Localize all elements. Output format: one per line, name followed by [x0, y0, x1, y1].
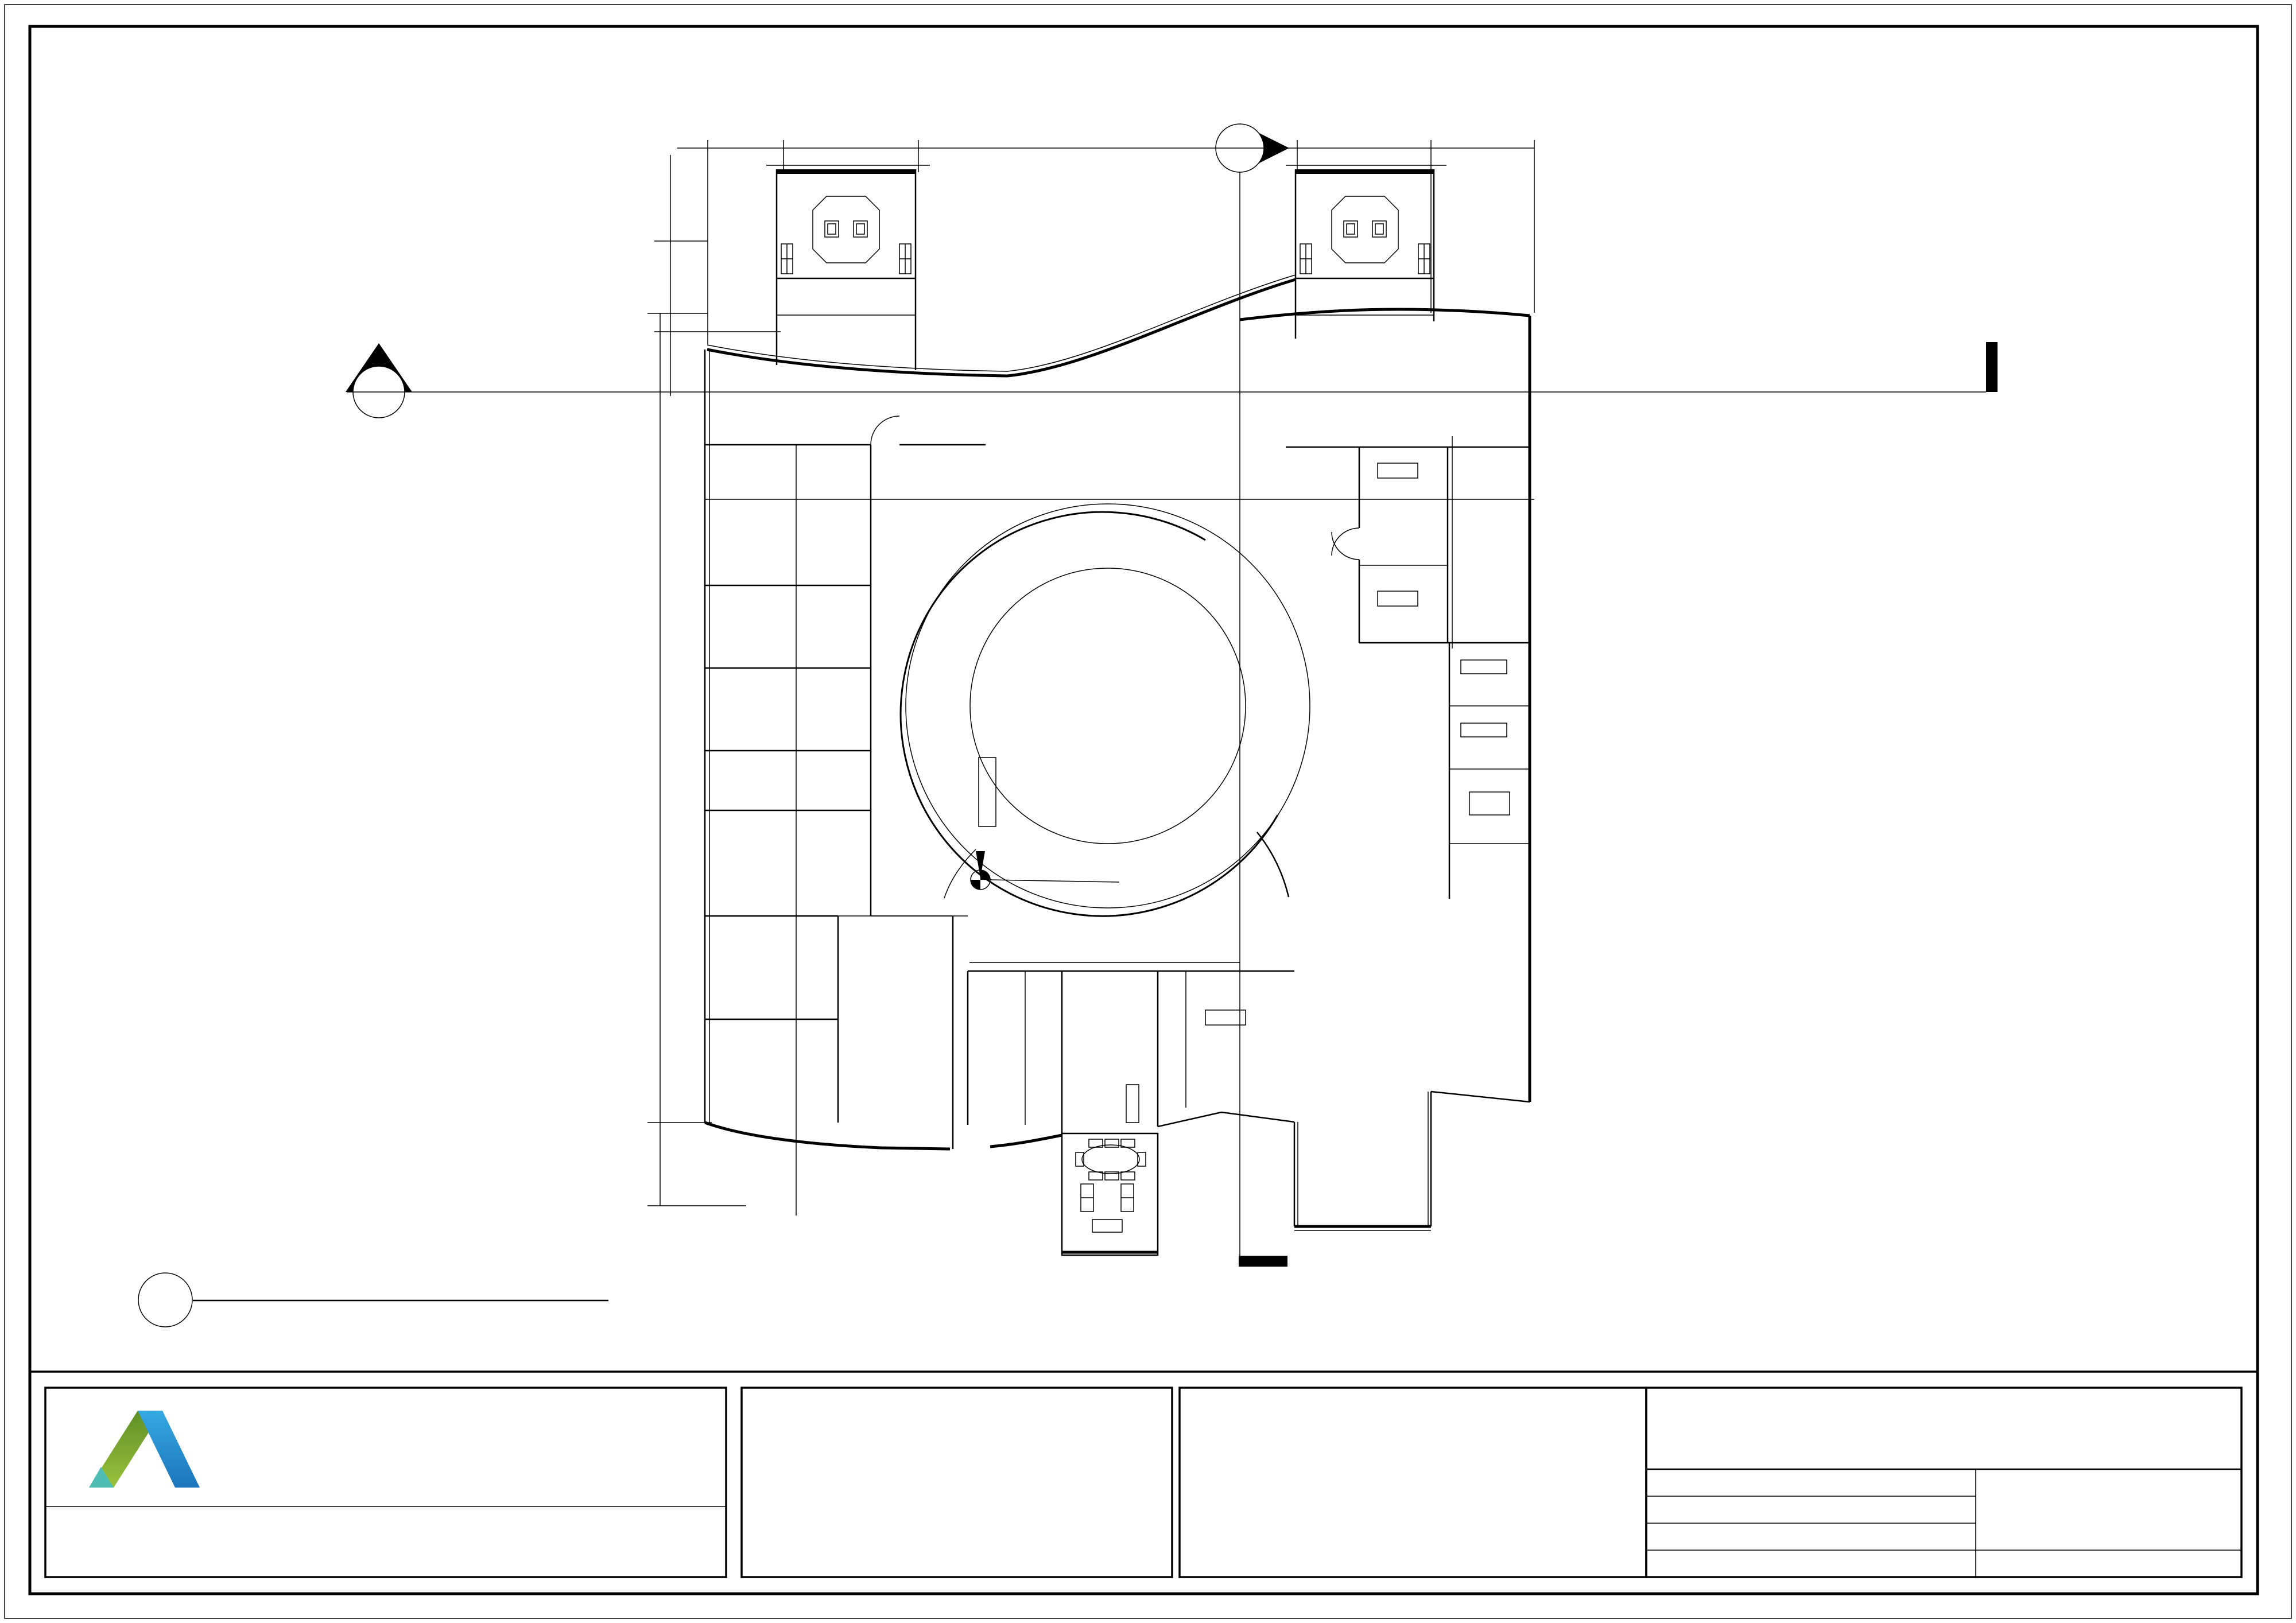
title-block	[44, 1387, 2243, 1578]
right-tower	[1286, 165, 1446, 339]
dim-bottom	[705, 915, 1240, 963]
dim-left	[647, 155, 781, 1206]
sheet-border	[4, 4, 2292, 1619]
autodesk-logo-icon	[89, 1411, 200, 1488]
spot-elevation	[970, 851, 1120, 890]
logo-panel	[44, 1387, 727, 1578]
dim-top	[677, 140, 1535, 344]
building-outline	[704, 274, 1531, 1231]
section-marker-1	[1215, 123, 1289, 173]
section-line-2	[347, 342, 1998, 393]
section-marker-2	[346, 343, 412, 418]
conference-room	[1061, 1132, 1159, 1256]
floor-plan	[704, 165, 1531, 1256]
atrium-circle	[899, 503, 1310, 917]
section-line-1	[1239, 172, 1287, 1267]
left-rooms	[705, 416, 986, 1149]
info-panel	[1645, 1387, 2243, 1578]
right-rooms	[1286, 446, 1530, 899]
left-tower	[766, 165, 930, 370]
bottom-rooms	[967, 757, 1294, 1133]
revision-panel	[740, 1387, 1173, 1578]
view-title	[138, 1272, 608, 1327]
owner-panel	[1178, 1387, 1647, 1578]
